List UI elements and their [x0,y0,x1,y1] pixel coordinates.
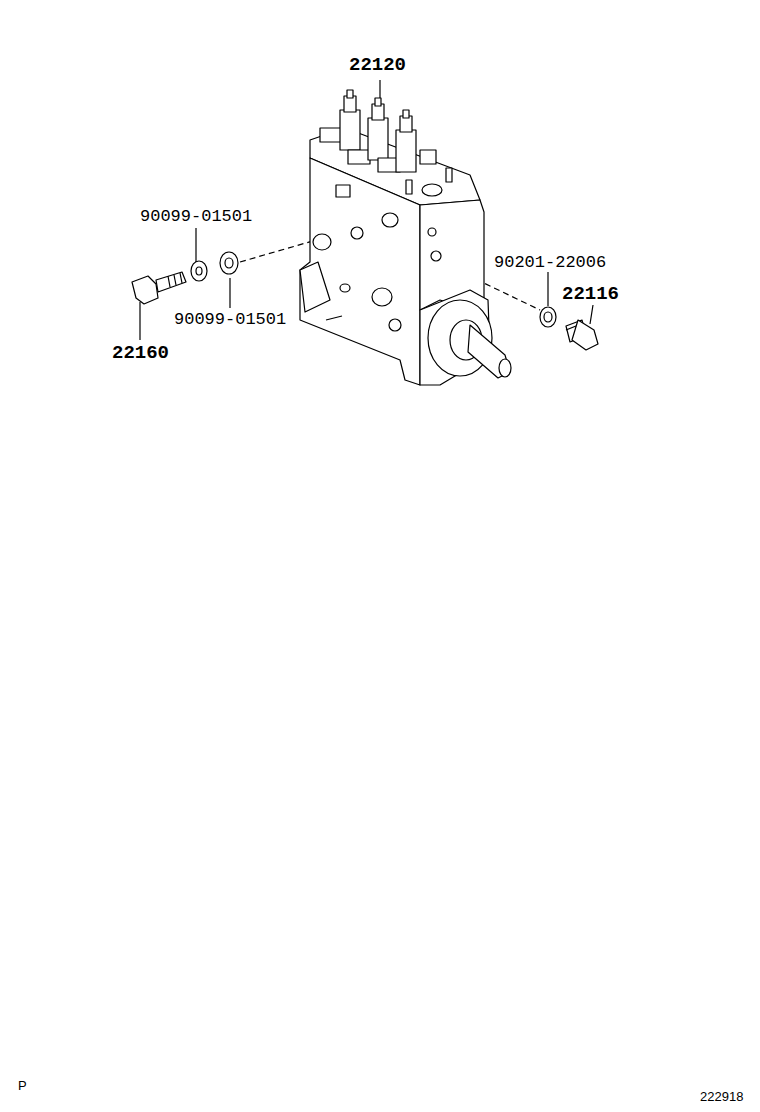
part-number: 22120 [349,56,406,75]
page-code: 222918 [700,1090,743,1103]
part-number: 90099-01501 [174,311,286,328]
injection-pump [300,90,511,385]
part-number: 90099-01501 [140,208,252,225]
part-number: 22160 [112,344,169,363]
page-code: P [18,1079,27,1092]
part-number: 90201-22006 [494,254,606,271]
union-bolt [132,272,186,304]
part-number: 22116 [562,285,619,304]
screw-plug [566,320,598,350]
